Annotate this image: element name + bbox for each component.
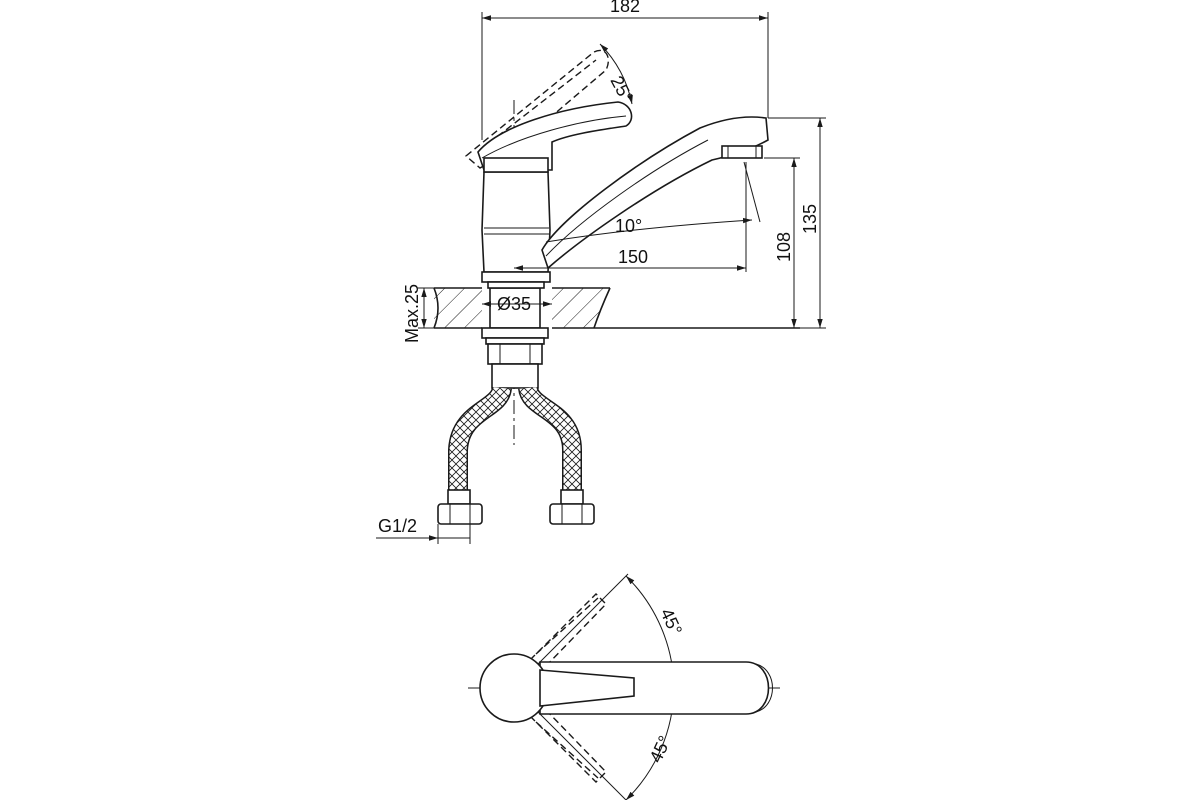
label-body-diameter: Ø35 xyxy=(497,294,531,314)
hose-nut-right xyxy=(549,489,595,525)
dimension-spout-reach: 150 xyxy=(514,162,747,272)
faucet-lever xyxy=(477,101,633,173)
label-total-height: 135 xyxy=(800,204,820,234)
countertop-section xyxy=(433,287,800,329)
faucet-spout xyxy=(541,116,769,270)
flexible-hoses xyxy=(448,385,582,490)
label-spout-angle: 10° xyxy=(615,216,642,236)
dimension-thread: G1/2 xyxy=(376,516,471,544)
top-view-faucet xyxy=(479,653,773,723)
label-max-thickness: Max.25 xyxy=(402,284,422,343)
dimension-total-height: 135 xyxy=(768,117,826,329)
label-swivel-bottom: 45° xyxy=(645,733,675,766)
label-spout-reach: 150 xyxy=(618,247,648,267)
label-thread: G1/2 xyxy=(378,516,417,536)
dimension-overall-width: 182 xyxy=(481,0,769,140)
faucet-body xyxy=(481,171,551,289)
hose-nut-left xyxy=(437,489,483,525)
dimension-spout-angle: 10° xyxy=(545,161,761,243)
label-swivel-top: 45° xyxy=(656,605,686,638)
spout-rotated-outlines xyxy=(529,593,607,783)
label-lever-angle: 25° xyxy=(606,72,636,105)
label-aerator-height: 108 xyxy=(774,232,794,262)
dimension-max-thickness: Max.25 xyxy=(402,284,436,343)
label-overall-width: 182 xyxy=(610,0,640,16)
mounting-shank xyxy=(481,287,549,389)
dimension-body-diameter: Ø35 xyxy=(482,294,552,314)
dimension-aerator-height: 108 xyxy=(764,157,800,328)
